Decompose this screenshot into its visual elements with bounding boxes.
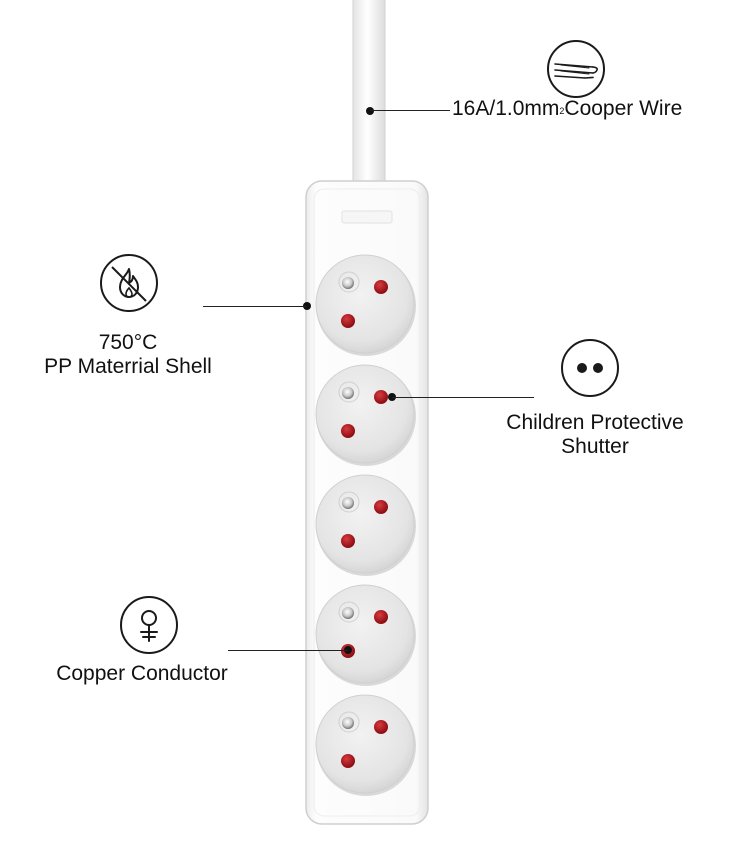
socket-face [315,364,415,464]
shell-label-line2: PP Materrial Shell [44,355,212,378]
socket-shutter-hole [341,534,355,548]
conductor-leader-dot [344,646,352,654]
wire-label: 16A/1.0mm2Cooper Wire [452,97,682,121]
wire-label-superscript: 2 [559,106,565,116]
conductor-label: Copper Conductor [56,662,228,685]
socket-emboss-ring [338,601,360,623]
socket [315,584,416,686]
socket-shutter-hole [374,500,388,514]
socket-face [315,474,415,574]
socket-earth-pin [342,607,354,619]
socket-face [315,254,415,354]
wire-label-tail: Cooper Wire [564,97,683,120]
socket-shutter-hole [341,754,355,768]
socket-shutter-hole [374,720,388,734]
shell-leader-dot [303,302,311,310]
socket [315,254,416,356]
wire-strands-icon [547,40,605,98]
socket-emboss-ring [338,381,360,403]
socket-shutter-hole [374,610,388,624]
socket [315,474,416,576]
socket-shutter-hole [341,314,355,328]
socket-earth-pin [342,717,354,729]
wire-label-main: 16A/1.0mm [452,97,560,120]
shutter-label-line1: Children Protective [506,411,684,434]
socket-earth-pin [342,277,354,289]
socket-face [315,694,415,794]
socket-earth-pin [342,497,354,509]
conductor-leader-line [228,650,348,652]
no-fire-icon [100,254,158,312]
socket-shutter-hole [374,280,388,294]
socket-shutter-hole [341,424,355,438]
socket-face [315,584,415,684]
socket-shutter-hole [374,390,388,404]
shutter-leader-line [392,397,534,399]
wire-leader-line [370,110,450,112]
two-dots-icon [561,339,619,397]
socket-emboss-ring [338,271,360,293]
shutter-label-line2: Shutter [561,435,629,458]
socket [315,364,416,466]
socket [315,694,416,796]
copper-symbol-icon [120,596,178,654]
socket-emboss-ring [338,711,360,733]
power-cable [352,0,386,186]
socket-emboss-ring [338,491,360,513]
socket-group [315,254,416,796]
shell-label-line1: 750°C [98,331,158,354]
socket-earth-pin [342,387,354,399]
shell-leader-line [203,306,307,308]
